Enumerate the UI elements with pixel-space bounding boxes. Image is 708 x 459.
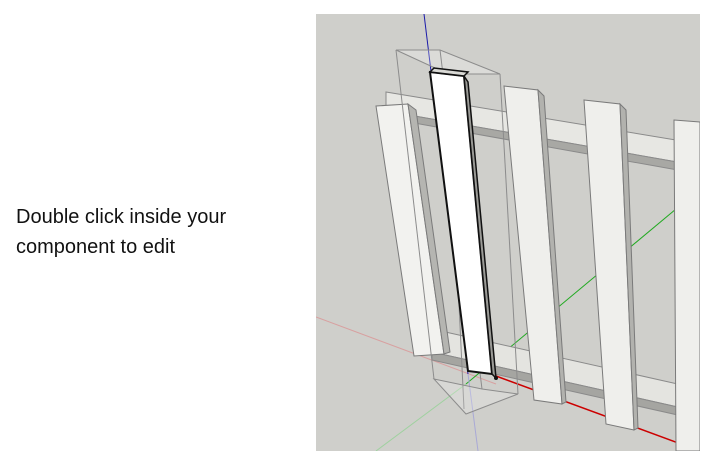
picket-3-side: [619, 102, 639, 431]
picket-left: [375, 103, 445, 357]
picket-2-side: [537, 88, 567, 405]
bounding-box-edge: [395, 49, 435, 380]
red-axis: [495, 375, 700, 451]
instruction-line-1: Double click inside your: [16, 206, 227, 228]
axis-origin: [494, 376, 498, 380]
instruction-line-2: component to edit: [16, 236, 175, 258]
green-axis-negative: [375, 383, 467, 451]
component-bounding-box-bottom: [432, 378, 519, 415]
red-axis-negative: [316, 316, 497, 385]
3d-modeling-viewport[interactable]: [316, 14, 700, 451]
fence-model-scene[interactable]: [316, 14, 700, 451]
instruction-text: Double click inside your component to ed…: [16, 202, 306, 262]
picket-left-side: [407, 102, 451, 355]
picket-4: [673, 119, 700, 451]
bounding-box-edge: [499, 73, 519, 395]
